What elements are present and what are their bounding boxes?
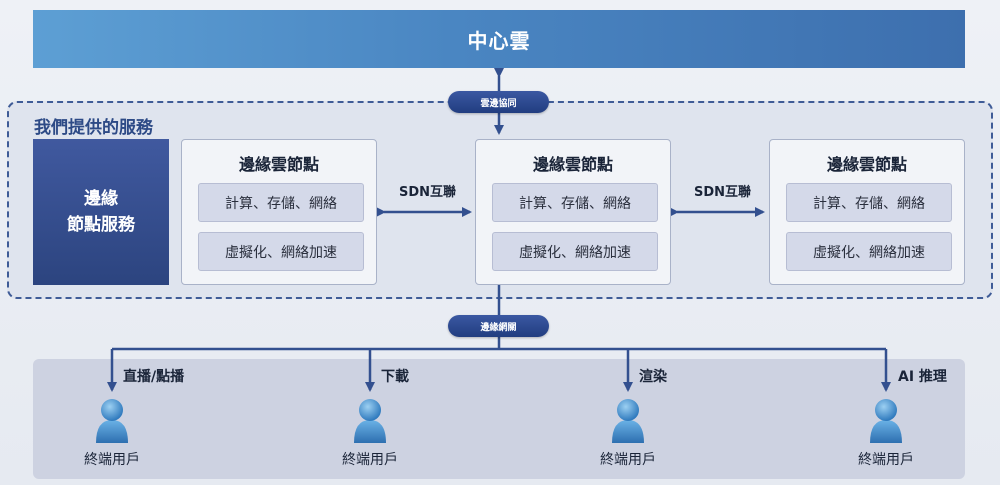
node-title: 邊緣雲節點 [826,155,907,174]
cloud-edge-collab-pill: 雲邊協同 [448,91,549,113]
central-cloud-label: 中心雲 [467,28,531,53]
terminal-user-label: 終端用戶 [342,452,398,468]
edge-gateway-pill: 邊緣網關 [448,315,549,337]
edge-service-line2: 節點服務 [67,215,135,235]
central-cloud: 中心雲 [33,10,965,68]
terminal-service-label: AI 推理 [898,369,947,385]
cloud-edge-collab-label: 雲邊協同 [480,98,517,109]
sdn-label-right: SDN互聯 [694,185,752,200]
node-feature: 虛擬化、網絡加速 [198,232,364,271]
node-feature: 計算、存儲、網絡 [786,183,952,222]
user-icon [612,399,644,443]
edge-cloud-node: 邊緣雲節點 計算、存儲、網絡 虛擬化、網絡加速 [475,139,671,285]
terminal-user-label: 終端用戶 [600,452,656,468]
node-feature: 虛擬化、網絡加速 [786,232,952,271]
terminal-users-panel [33,359,965,479]
edge-node-service-box: 邊緣 節點服務 [33,139,169,285]
terminal-user-label: 終端用戶 [84,452,140,468]
terminal-service-label: 下載 [381,369,409,385]
edge-cloud-node: 邊緣雲節點 計算、存儲、網絡 虛擬化、網絡加速 [181,139,377,285]
user-icon [354,399,386,443]
terminal-service-label: 直播/點播 [123,369,185,385]
node-feature: 計算、存儲、網絡 [492,183,658,222]
user-icon [870,399,902,443]
edge-cloud-node: 邊緣雲節點 計算、存儲、網絡 虛擬化、網絡加速 [769,139,965,285]
user-icon [96,399,128,443]
node-feature: 計算、存儲、網絡 [198,183,364,222]
edge-service-line1: 邊緣 [84,189,118,209]
terminal-user-label: 終端用戶 [858,452,914,468]
edge-gateway-label: 邊緣網關 [480,322,517,333]
terminal-service-label: 渲染 [639,369,667,385]
node-feature: 虛擬化、網絡加速 [492,232,658,271]
node-title: 邊緣雲節點 [238,155,319,174]
sdn-label-left: SDN互聯 [399,185,457,200]
node-title: 邊緣雲節點 [532,155,613,174]
services-title: 我們提供的服務 [34,118,153,138]
